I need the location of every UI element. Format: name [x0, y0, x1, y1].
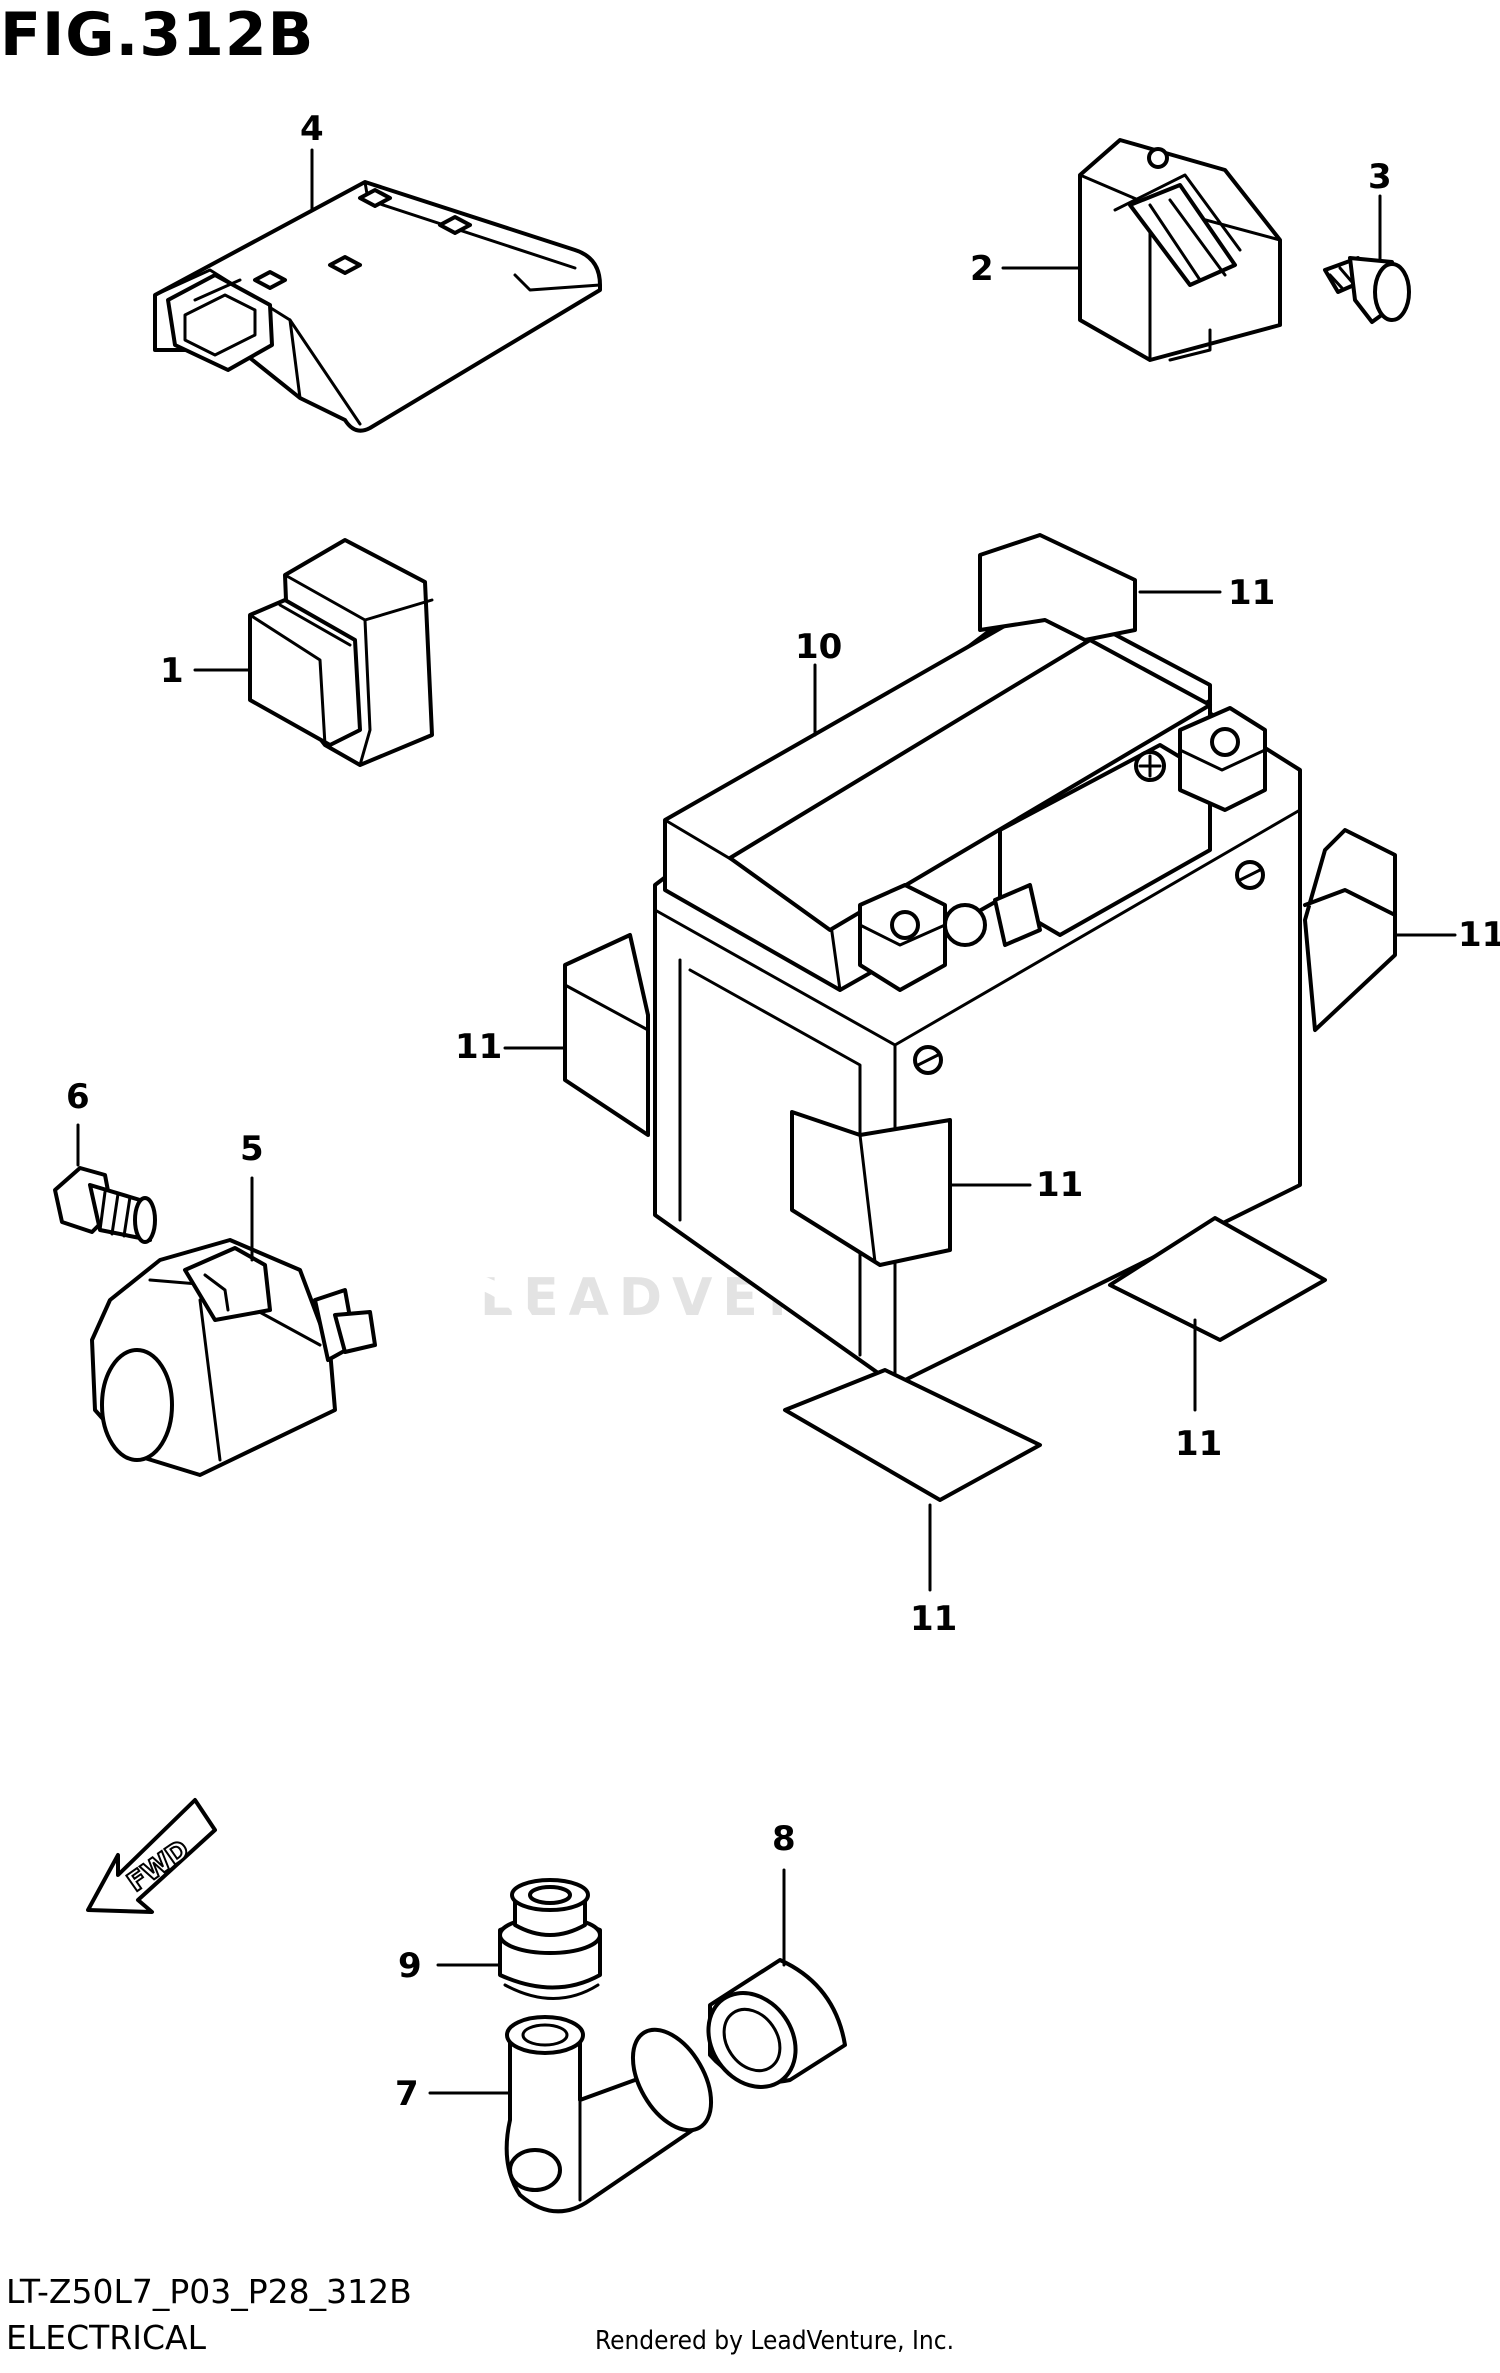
callout-11-right: 11 [1458, 915, 1500, 955]
figure-title: FIG.312B [0, 0, 315, 70]
figure-code: LT-Z50L7_P03_P28_312B [6, 2272, 412, 2311]
callout-6: 6 [66, 1077, 90, 1117]
fwd-arrow: FWD [86, 1798, 217, 1914]
callout-4: 4 [300, 109, 324, 149]
part-6-bolt[interactable] [53, 1166, 157, 1244]
part-5-starter-switch[interactable] [90, 1238, 542, 1830]
callout-11-front: 11 [1036, 1165, 1083, 1205]
part-3-bolt[interactable] [1323, 256, 1411, 324]
callout-11-left: 11 [455, 1027, 502, 1067]
part-9-grommet[interactable] [498, 1878, 602, 2000]
callout-5: 5 [240, 1129, 264, 1169]
rendered-by-credit: Rendered by LeadVenture, Inc. [595, 2326, 955, 2356]
part-8-cap[interactable] [691, 1958, 847, 2104]
callout-10: 10 [795, 627, 842, 667]
part-7-boot[interactable] [504, 2015, 728, 2214]
part-11-pads[interactable] [563, 533, 1397, 1502]
callout-11-top: 11 [1228, 573, 1275, 613]
part-4-control-unit[interactable] [153, 180, 602, 433]
leader-lines [76, 148, 1457, 2095]
callout-2: 2 [970, 249, 994, 289]
callout-11-bottom: 11 [910, 1599, 957, 1639]
callout-numbers: 4 2 3 1 10 11 11 11 11 11 11 5 6 8 9 7 [66, 109, 1500, 2114]
callout-9: 9 [398, 1946, 422, 1986]
callout-3: 3 [1368, 157, 1392, 197]
part-2-regulator[interactable] [1078, 138, 1282, 362]
callout-7: 7 [395, 2074, 419, 2114]
callout-11-bottom-right: 11 [1175, 1424, 1222, 1464]
part-1-relay[interactable] [248, 538, 434, 767]
callout-1: 1 [160, 651, 184, 691]
callout-8: 8 [772, 1819, 796, 1859]
section-name: ELECTRICAL [6, 2318, 206, 2357]
